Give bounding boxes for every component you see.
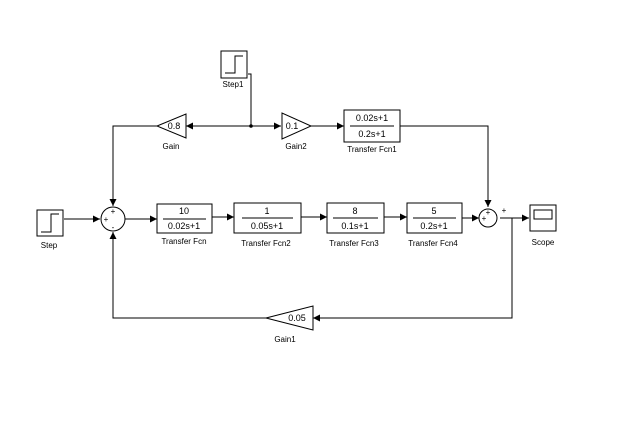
transfer-fcn2-label: Transfer Fcn2 bbox=[241, 239, 291, 248]
gain-label: Gain bbox=[163, 142, 180, 151]
gain2-value: 0.1 bbox=[286, 121, 299, 131]
line-output-to-gain1[interactable] bbox=[313, 218, 513, 322]
gain2-block[interactable]: 0.1 Gain2 bbox=[281, 112, 313, 151]
gain1-block[interactable]: 0.05 Gain1 bbox=[265, 305, 314, 344]
transfer-fcn3-numerator: 8 bbox=[352, 206, 357, 216]
transfer-fcn1-denominator: 0.2s+1 bbox=[358, 129, 385, 139]
branch-point bbox=[249, 124, 253, 128]
step-icon bbox=[41, 213, 59, 233]
transfer-fcn-numerator: 10 bbox=[179, 206, 189, 216]
transfer-fcn-label: Transfer Fcn bbox=[161, 237, 206, 246]
transfer-fcn3-label: Transfer Fcn3 bbox=[329, 239, 379, 248]
scope-block[interactable]: Scope bbox=[529, 204, 557, 247]
transfer-fcn2-block[interactable]: 1 0.05s+1 Transfer Fcn2 bbox=[233, 202, 302, 248]
transfer-fcn1-numerator: 0.02s+1 bbox=[356, 113, 388, 123]
transfer-fcn1-block[interactable]: 0.02s+1 0.2s+1 Transfer Fcn1 bbox=[343, 109, 401, 154]
transfer-fcn4-numerator: 5 bbox=[431, 206, 436, 216]
transfer-fcn2-numerator: 1 bbox=[264, 206, 269, 216]
step1-label: Step1 bbox=[223, 80, 244, 89]
gain1-value: 0.05 bbox=[288, 313, 306, 323]
sum1-sign-left: + bbox=[104, 215, 109, 224]
sum1-block[interactable]: + + - bbox=[100, 206, 126, 232]
step-label: Step bbox=[41, 241, 58, 250]
gain-value: 0.8 bbox=[168, 121, 181, 131]
line-gain1-to-sum1[interactable] bbox=[109, 232, 266, 319]
sum2-sign-right: + bbox=[502, 206, 507, 215]
transfer-fcn4-label: Transfer Fcn4 bbox=[408, 239, 458, 248]
scope-screen-icon bbox=[533, 209, 553, 220]
transfer-fcn4-block[interactable]: 5 0.2s+1 Transfer Fcn4 bbox=[406, 202, 463, 248]
transfer-fcn-denominator: 0.02s+1 bbox=[168, 221, 200, 231]
sum2-sign-top: + bbox=[486, 208, 491, 217]
transfer-fcn3-block[interactable]: 8 0.1s+1 Transfer Fcn3 bbox=[326, 202, 385, 248]
transfer-fcn4-denominator: 0.2s+1 bbox=[420, 221, 447, 231]
sum1-sign-top: + bbox=[111, 207, 116, 216]
sum1-sign-bottom: - bbox=[112, 223, 115, 232]
step1-block[interactable]: Step1 bbox=[220, 50, 248, 89]
transfer-fcn3-denominator: 0.1s+1 bbox=[341, 221, 368, 231]
gain2-label: Gain2 bbox=[285, 142, 307, 151]
gain-block[interactable]: 0.8 Gain bbox=[155, 113, 187, 151]
line-gain-to-sum1[interactable] bbox=[109, 125, 157, 206]
transfer-fcn1-label: Transfer Fcn1 bbox=[347, 145, 397, 154]
gain1-label: Gain1 bbox=[274, 335, 296, 344]
transfer-fcn2-denominator: 0.05s+1 bbox=[251, 221, 283, 231]
step1-icon bbox=[225, 55, 243, 74]
signal-lines bbox=[64, 73, 529, 322]
step-block[interactable]: Step bbox=[36, 209, 64, 250]
line-step1-to-branch[interactable] bbox=[248, 73, 252, 126]
scope-label: Scope bbox=[532, 238, 555, 247]
sum2-block[interactable]: + + + bbox=[478, 206, 507, 228]
line-tf1-to-sum2[interactable] bbox=[400, 125, 492, 207]
transfer-fcn-block[interactable]: 10 0.02s+1 Transfer Fcn bbox=[156, 203, 213, 246]
sum2-sign-left: + bbox=[482, 214, 487, 223]
